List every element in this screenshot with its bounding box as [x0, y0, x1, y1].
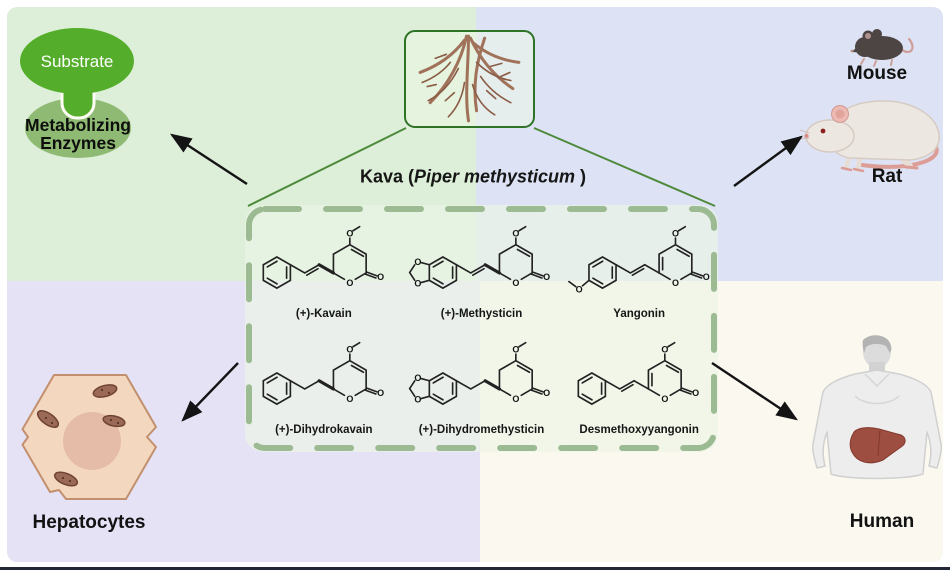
- hepatocytes-illustration: [21, 374, 157, 500]
- enzyme-substrate-illustration: Substrate Metabolizing Enzymes: [20, 28, 134, 158]
- human-illustration: [812, 335, 942, 480]
- compound-label: Yangonin: [613, 307, 666, 320]
- compound-label: Desmethoxyyangonin: [579, 424, 699, 437]
- dihydrokavain-structure: [262, 342, 385, 406]
- desmethoxyyangonin-structure: [577, 341, 715, 406]
- mouse-illustration: [850, 29, 914, 67]
- enzymes-label-line1: Metabolizing: [25, 115, 131, 135]
- dihydromethysticin-structure: [405, 342, 552, 423]
- compound-label: (+)-Methysticin: [440, 307, 523, 320]
- compound-yangonin: Yangonin: [560, 214, 718, 331]
- compound-kavain: (+)-Kavain: [245, 214, 403, 331]
- methysticin-structure: [405, 225, 552, 307]
- yangonin-structure: [563, 225, 715, 307]
- kava-species-name: Piper methysticum: [413, 166, 576, 187]
- kava-title-suffix: ): [575, 166, 587, 187]
- kava-root-box: [404, 30, 535, 128]
- enzymes-label-line2: Enzymes: [40, 133, 116, 153]
- hepatocytes-label: Hepatocytes: [32, 512, 146, 533]
- compound-label: (+)-Dihydromethysticin: [418, 424, 545, 437]
- dashed-border: [246, 206, 717, 451]
- kavalactones-panel: (+)-Kavain (+)-Methysticin: [245, 205, 718, 452]
- compound-dihydrokavain: (+)-Dihydrokavain: [245, 331, 403, 448]
- compound-dihydromethysticin: (+)-Dihydromethysticin: [403, 331, 561, 448]
- compound-desmethoxyyangonin: Desmethoxyyangonin: [560, 331, 718, 448]
- compound-methysticin: (+)-Methysticin: [403, 214, 561, 331]
- kava-title-prefix: Kava (: [359, 166, 414, 187]
- kava-title: Kava (Piper methysticum ): [360, 167, 586, 188]
- rat-label: Rat: [871, 166, 903, 187]
- kavain-structure: [262, 225, 385, 289]
- compound-label: (+)-Kavain: [295, 307, 352, 320]
- human-label: Human: [849, 511, 915, 532]
- rat-illustration: [798, 100, 940, 173]
- substrate-label: Substrate: [41, 52, 114, 71]
- mouse-label: Mouse: [846, 63, 908, 84]
- kava-root-icon: [418, 34, 521, 123]
- bottom-edge-bar: [0, 567, 950, 570]
- compound-label: (+)-Dihydrokavain: [275, 424, 373, 437]
